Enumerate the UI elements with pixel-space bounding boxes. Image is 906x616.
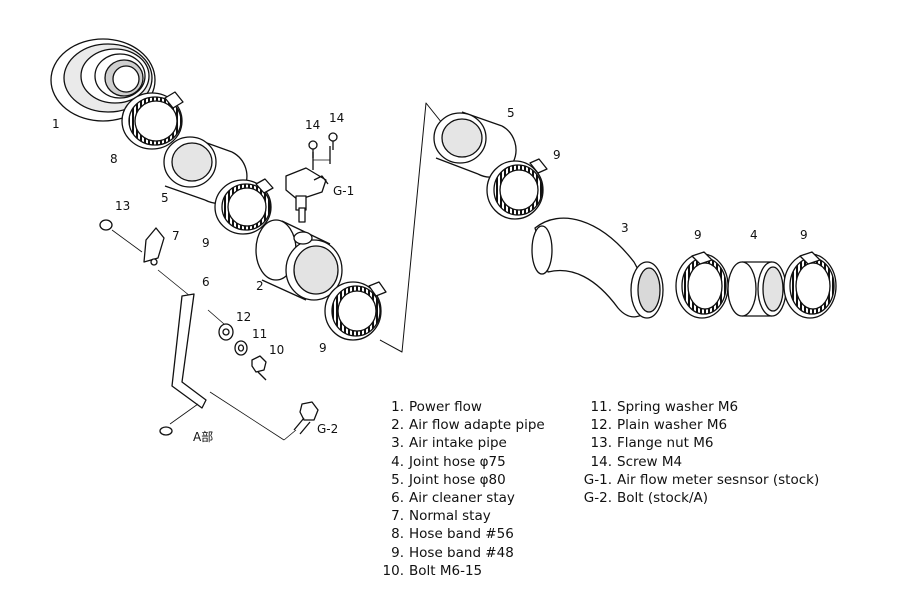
- screw-pair: [308, 132, 338, 158]
- hose-band-56: [121, 91, 184, 150]
- power-flow-filter: [50, 38, 156, 122]
- stock-bolt: [293, 401, 319, 435]
- hose-band-d: [675, 251, 729, 319]
- legend-item: 6.Air cleaner stay: [391, 490, 515, 507]
- joint-hose-right: [433, 111, 517, 178]
- legend-item: 14.Screw M4: [590, 453, 683, 470]
- callout-6: 6: [202, 275, 210, 289]
- legend-item: G-1.Air flow meter sesnsor (stock): [583, 471, 820, 488]
- callout-4: 4: [750, 228, 758, 242]
- leader-line: [379, 102, 443, 353]
- callout-9-a: 9: [202, 236, 210, 250]
- parts-legend-right: 11.Spring washer M6 12.Plain washer M6 1…: [578, 398, 819, 507]
- callout-7: 7: [172, 229, 180, 243]
- legend-item: 11.Spring washer M6: [590, 399, 739, 415]
- legend-item: 10.Bolt M6-15: [382, 562, 483, 579]
- hose-band-e: [783, 251, 837, 319]
- legend-item: 1.Power flow: [391, 399, 482, 415]
- legend-item: 4.Joint hose φ75: [391, 453, 506, 470]
- air-flow-adapter-pipe: [255, 219, 343, 301]
- callout-5-left: 5: [161, 191, 169, 205]
- callout-12: 12: [236, 310, 252, 324]
- callout-13: 13: [115, 199, 131, 213]
- callout-11: 11: [252, 327, 268, 341]
- joint-hose-75: [727, 261, 787, 317]
- legend-item: 8.Hose band #56: [391, 526, 514, 543]
- air-flow-meter-sensor: [285, 146, 331, 223]
- normal-stay: [99, 219, 165, 266]
- air-cleaner-stay: [157, 269, 297, 441]
- callout-2: 2: [256, 279, 264, 293]
- parts-legend-left: 1.Power flow 2.Air flow adapte pipe 3.Ai…: [368, 398, 545, 580]
- callout-10: 10: [269, 343, 285, 357]
- legend-item: 3.Air intake pipe: [391, 435, 507, 452]
- callout-14-a: 14: [305, 118, 321, 132]
- callout-9-c: 9: [553, 148, 561, 162]
- legend-item: 12.Plain washer M6: [590, 417, 728, 434]
- hose-band-c: [486, 158, 548, 220]
- legend-item: 9.Hose band #48: [391, 544, 514, 561]
- callout-g2: G-2: [317, 422, 339, 436]
- callout-9-e: 9: [800, 228, 808, 242]
- hose-band-b: [324, 281, 387, 341]
- washer-bolt-set: [218, 323, 267, 381]
- callout-8: 8: [110, 152, 118, 166]
- callout-1: 1: [52, 117, 60, 131]
- legend-item: G-2.Bolt (stock/A): [583, 490, 708, 507]
- legend-item: 2.Air flow adapte pipe: [391, 417, 545, 434]
- callout-3: 3: [621, 221, 629, 235]
- legend-item: 5.Joint hose φ80: [391, 471, 506, 488]
- callout-14-b: 14: [329, 111, 345, 125]
- callout-5-right: 5: [507, 106, 515, 120]
- legend-item: 13.Flange nut M6: [590, 435, 714, 452]
- legend-item: 7.Normal stay: [391, 508, 491, 525]
- callout-9-d: 9: [694, 228, 702, 242]
- callout-g1: G-1: [333, 184, 355, 198]
- callout-a-part: A部: [193, 430, 214, 444]
- air-intake-pipe: [531, 217, 664, 319]
- hose-band-a: [214, 178, 274, 235]
- callout-9-b: 9: [319, 341, 327, 355]
